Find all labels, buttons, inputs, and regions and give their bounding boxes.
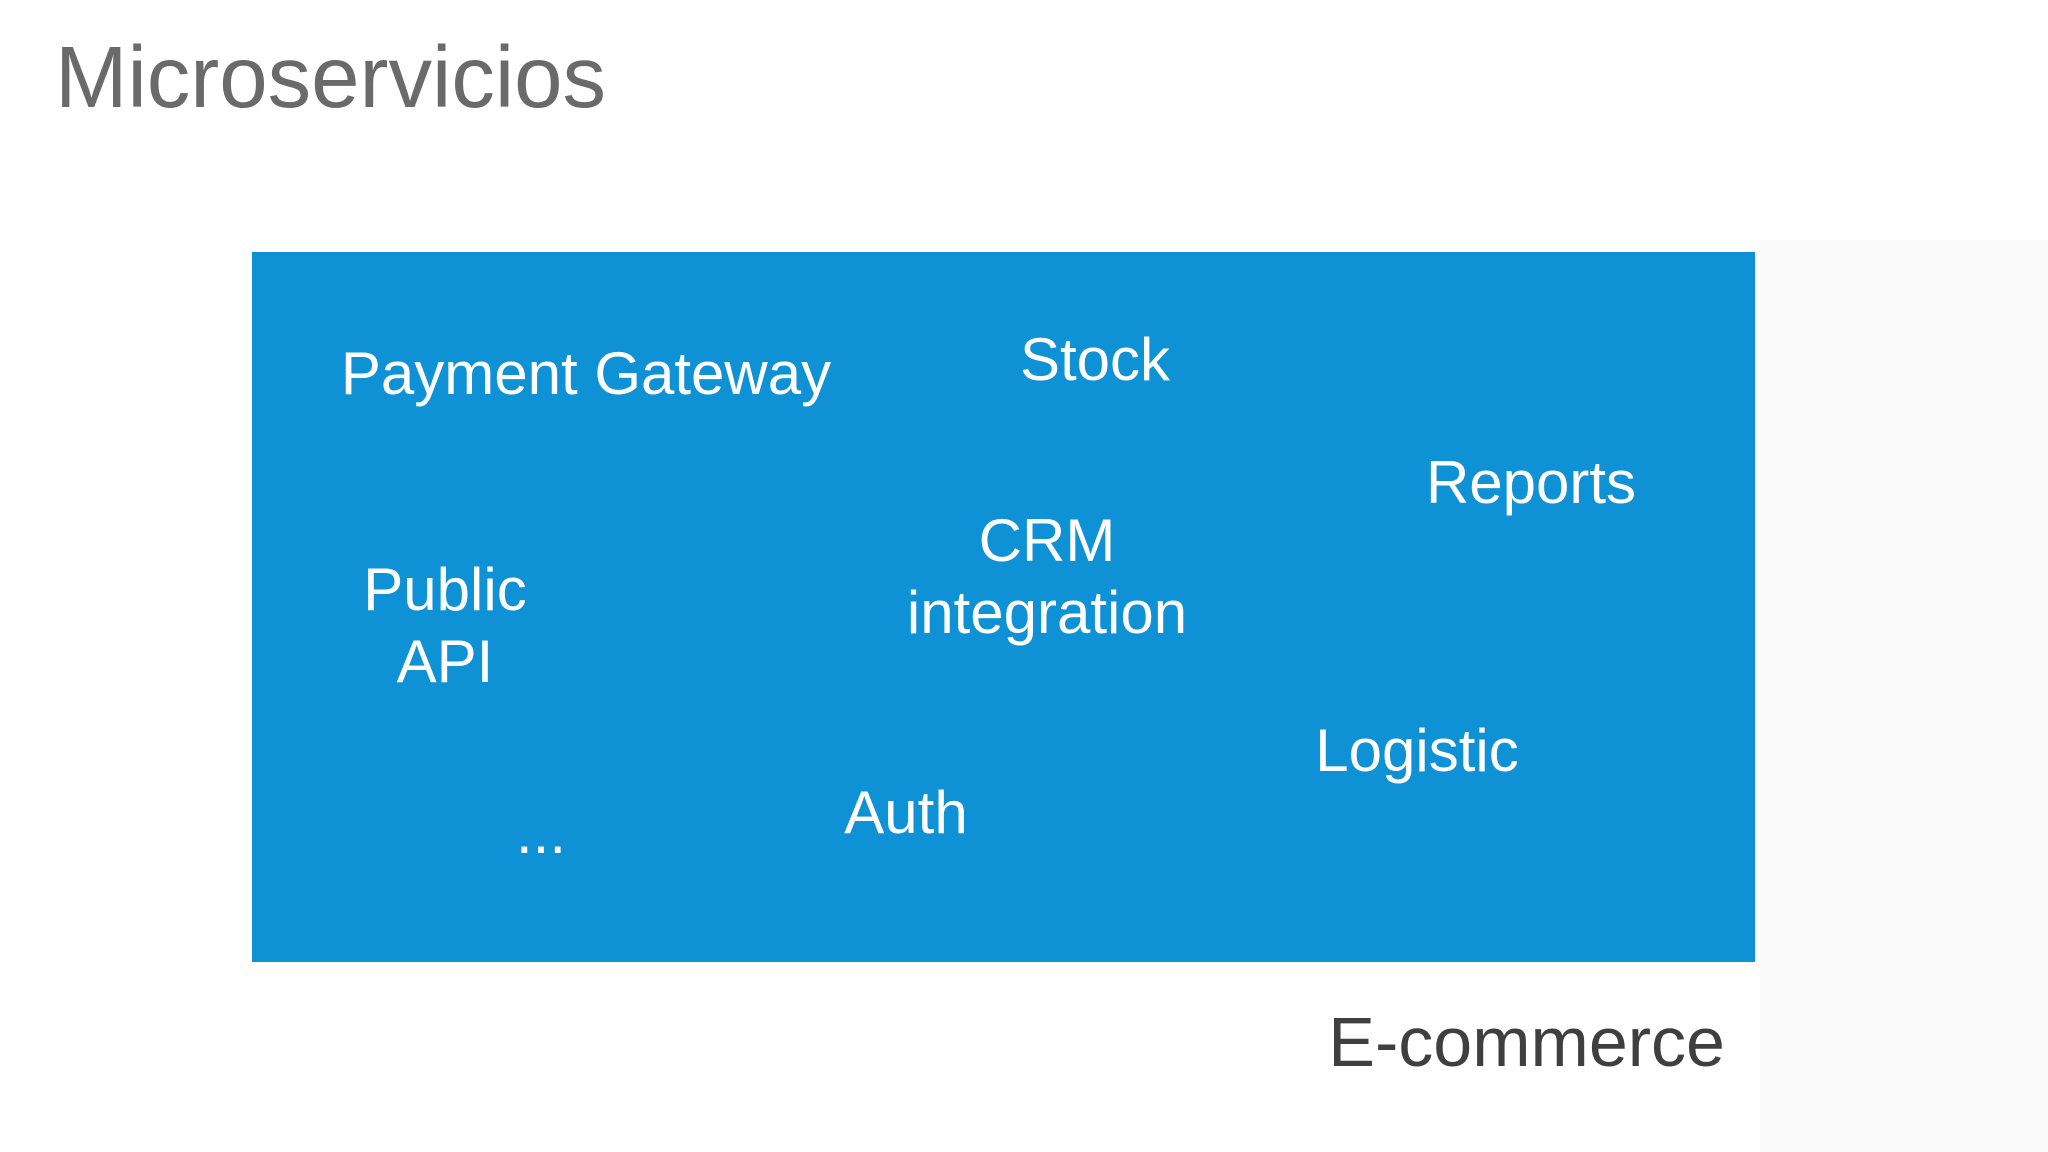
- service-label-auth: Auth: [844, 779, 968, 846]
- service-label-logistic: Logistic: [1315, 717, 1519, 784]
- service-label-crm-integration: CRM integration: [906, 507, 1188, 646]
- service-label-ellipsis: ...: [515, 799, 566, 866]
- service-label-payment-gateway: Payment Gateway: [340, 340, 832, 407]
- side-backdrop: [1760, 240, 2048, 1152]
- slide-title: Microservicios: [55, 29, 607, 126]
- service-label-reports: Reports: [1425, 449, 1637, 516]
- service-label-stock: Stock: [1019, 326, 1171, 393]
- ecommerce-label: E-commerce: [1328, 1003, 1725, 1081]
- ecommerce-container-rect: [252, 252, 1755, 962]
- service-label-public-api: Public API: [363, 556, 527, 695]
